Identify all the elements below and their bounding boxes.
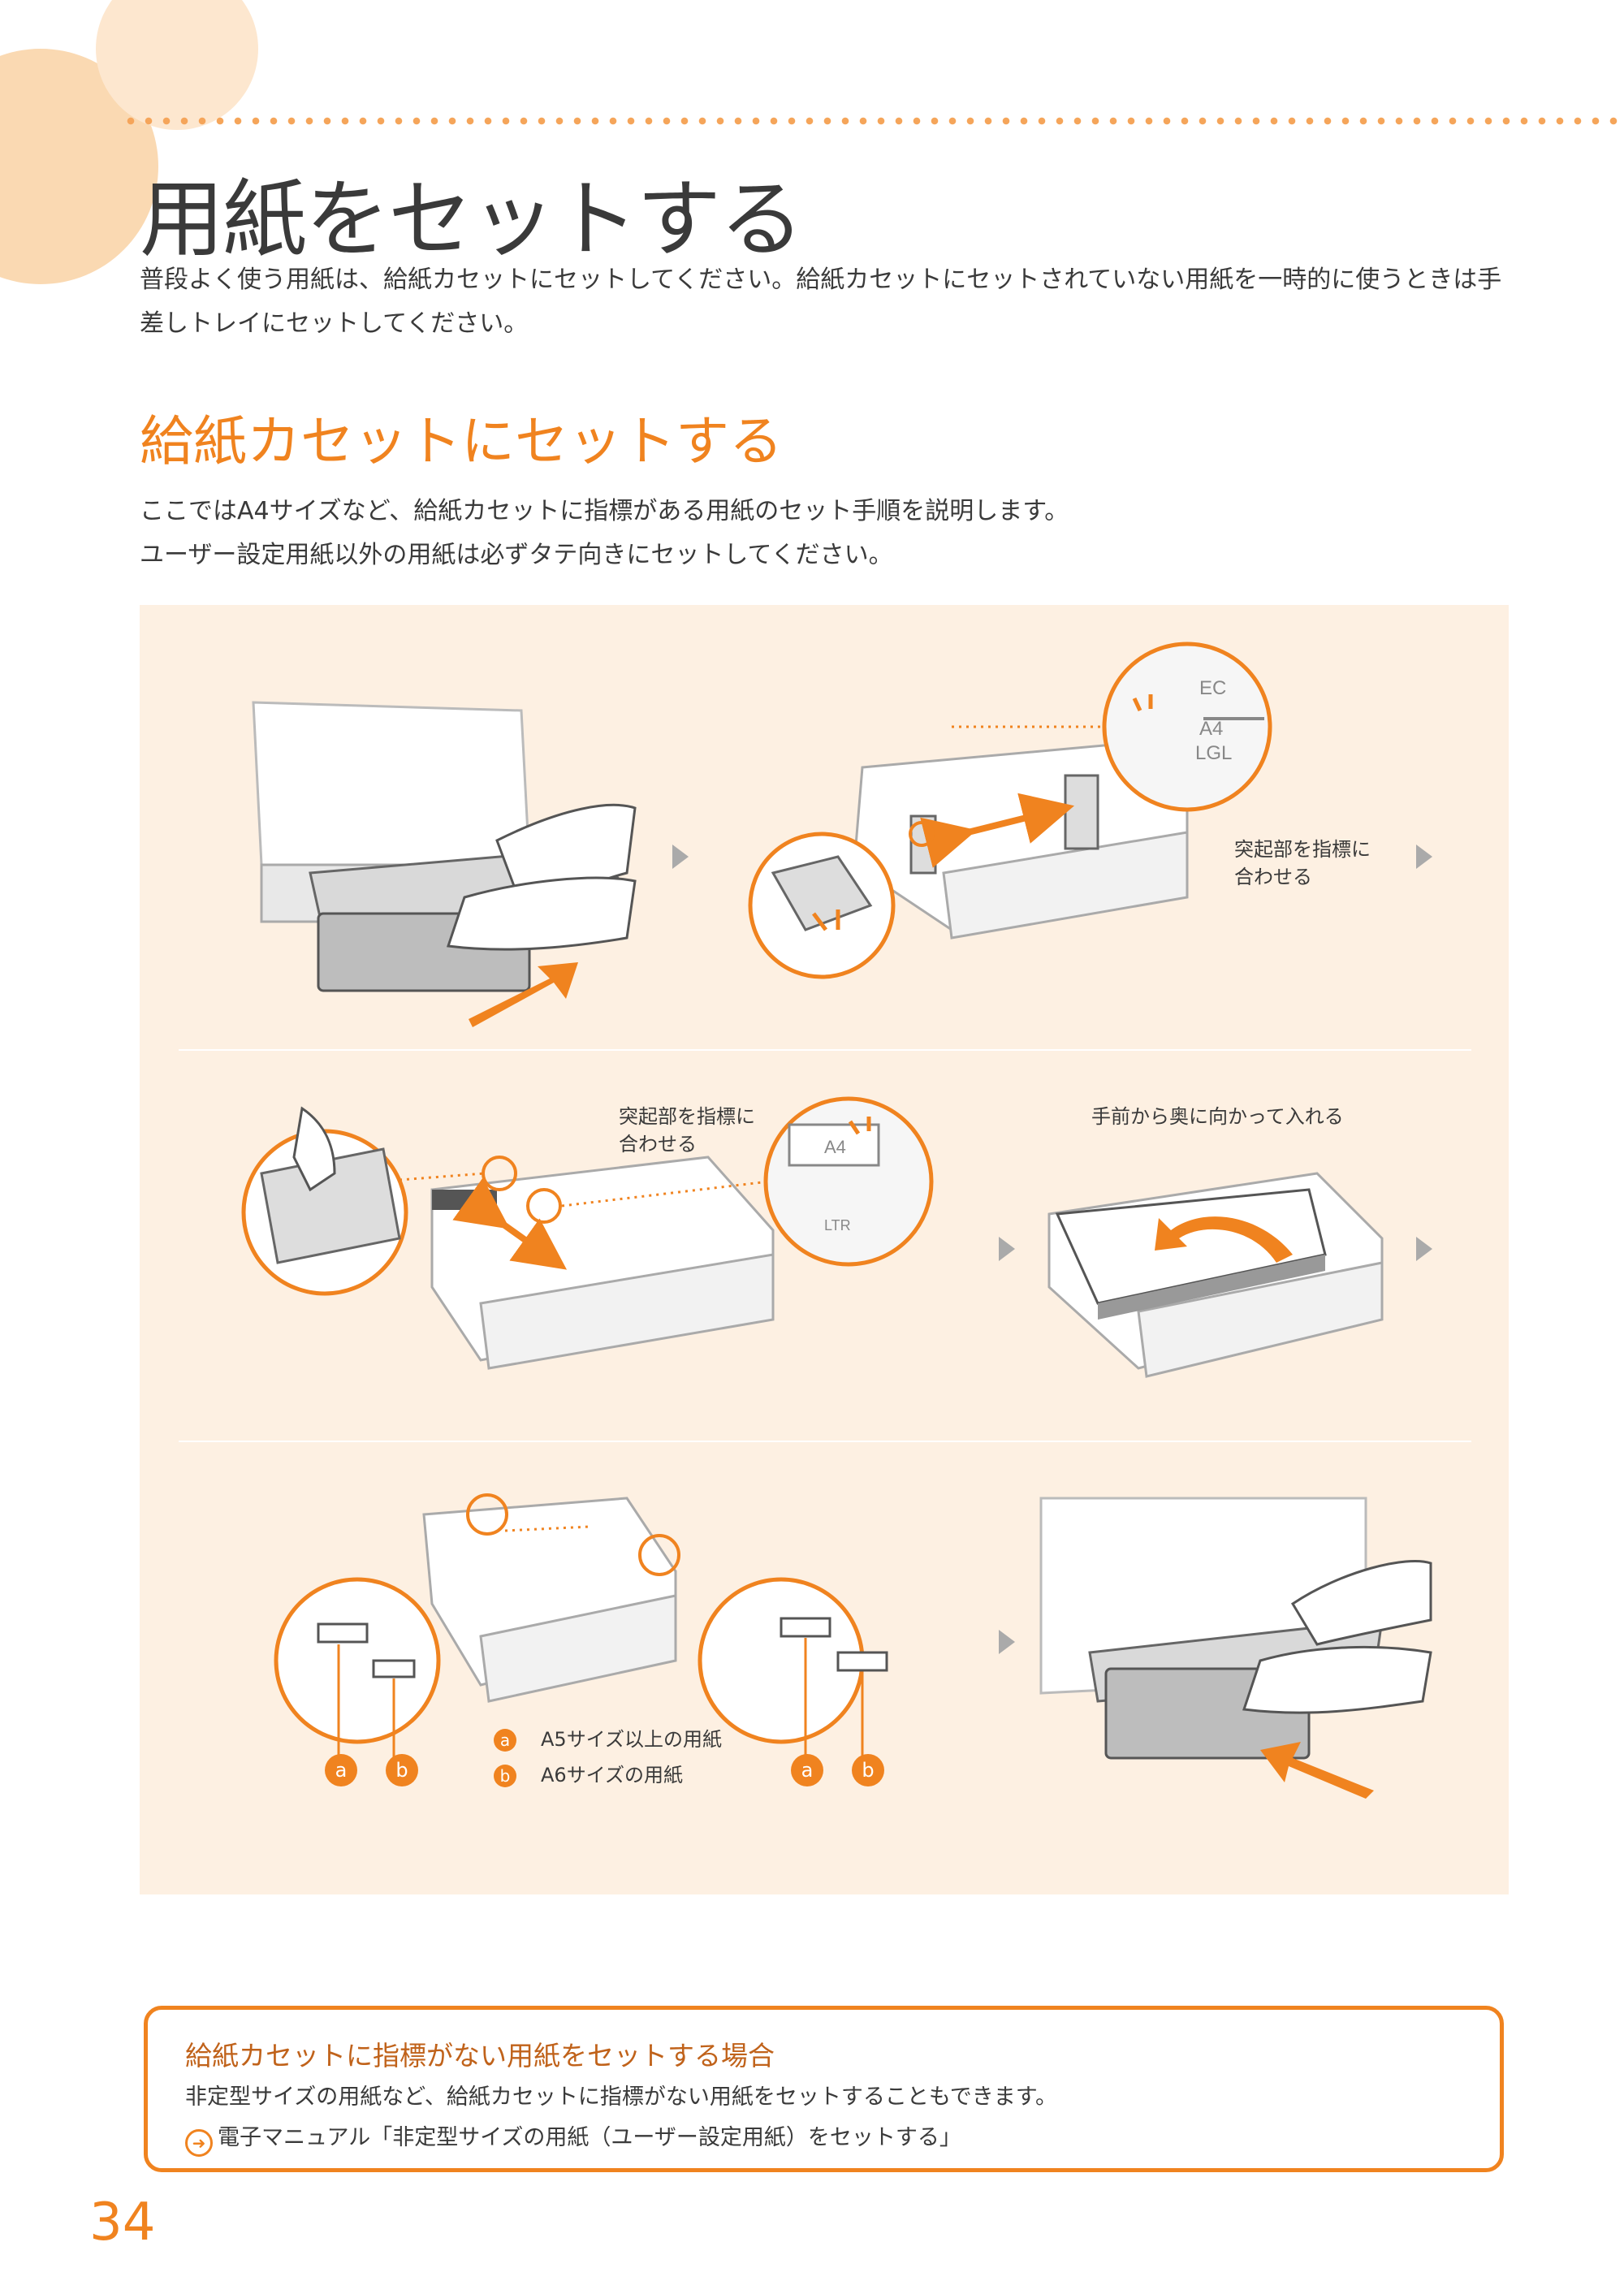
zoom-label-a4: A4 — [1199, 718, 1223, 740]
dotted-divider — [122, 116, 1624, 126]
step2-adjust-guide: EC A4 LGL — [748, 642, 1272, 979]
tip-callout: 給紙カセットに指標がない用紙をセットする場合 非定型サイズの用紙など、給紙カセッ… — [144, 2006, 1504, 2172]
label-a-left — [325, 1754, 357, 1786]
intro-text: 普段よく使う用紙は、給紙カセットにセットしてください。給紙カセットにセットされて… — [140, 266, 1502, 338]
step-arrow — [999, 1237, 1015, 1261]
legend-a: a A5サイズ以上の用紙 — [494, 1723, 722, 1752]
zoom-label-ltr: LTR — [824, 1217, 851, 1233]
label-a-left-text: a — [335, 1759, 348, 1782]
label-b-left-text: b — [395, 1759, 408, 1782]
label-a-right-text: a — [801, 1759, 814, 1782]
step-arrow — [672, 845, 689, 869]
caption-step2: 突起部を指標に合わせる — [1234, 838, 1371, 888]
section-description: ここではA4サイズなど、給紙カセットに指標がある用紙のセット手順を説明します。 … — [140, 490, 1520, 577]
zoom-label-lec: EC — [1199, 677, 1226, 699]
page-number: 34 — [89, 2192, 156, 2253]
section-description-line1: ここではA4サイズなど、給紙カセットに指標がある用紙のセット手順を説明します。 — [140, 497, 1069, 525]
instruction-figure-panel: EC A4 LGL A4 LTR — [140, 605, 1509, 1894]
step-arrow — [999, 1630, 1015, 1654]
decorative-circle-small — [96, 0, 258, 130]
label-b-right-text: b — [862, 1759, 874, 1782]
legend-b-badge: b — [494, 1765, 516, 1787]
legend-b: b A6サイズの用紙 — [494, 1759, 683, 1787]
legend-a-badge: a — [494, 1729, 516, 1752]
arrow-right-circle-icon: ➜ — [185, 2129, 213, 2157]
caption-step3: 突起部を指標に合わせる — [619, 1105, 755, 1156]
legend-b-text: A6サイズの用紙 — [541, 1764, 683, 1786]
step-arrow — [1416, 845, 1432, 869]
manual-reference-link[interactable]: ➜電子マニュアル「非定型サイズの用紙（ユーザー設定用紙）をセットする」 — [185, 2119, 961, 2157]
section-heading: 給紙カセットにセットする — [140, 410, 783, 473]
page-title: 用紙をセットする — [140, 170, 804, 269]
label-b-left — [386, 1754, 418, 1786]
manual-reference-text: 電子マニュアル「非定型サイズの用紙（ユーザー設定用紙）をセットする」 — [218, 2125, 961, 2150]
label-b-right — [852, 1754, 884, 1786]
caption-step4: 手前から奥に向かって入れる — [1091, 1105, 1344, 1128]
section-description-line2: ユーザー設定用紙以外の用紙は必ずタテ向きにセットしてください。 — [140, 541, 893, 569]
step3-adjust-length-guide: A4 LTR — [241, 1096, 934, 1370]
step-arrow — [1416, 1237, 1432, 1261]
callout-body: 非定型サイズの用紙など、給紙カセットに指標がない用紙をセットすることもできます。 — [185, 2084, 1058, 2110]
step6-insert-cassette — [1039, 1497, 1432, 1799]
callout-title: 給紙カセットに指標がない用紙をセットする場合 — [185, 2040, 775, 2072]
instruction-illustrations: EC A4 LGL A4 LTR — [179, 642, 1471, 1799]
legend-a-text: A5サイズ以上の用紙 — [541, 1728, 722, 1751]
label-a-right — [791, 1754, 823, 1786]
zoom-label-lgl: LGL — [1195, 742, 1232, 764]
step5-check-load-limit — [274, 1493, 888, 1758]
zoom-label-a4-2: A4 — [824, 1137, 846, 1157]
step1-pull-out-cassette — [252, 701, 637, 1027]
step4-load-paper — [1047, 1172, 1384, 1378]
